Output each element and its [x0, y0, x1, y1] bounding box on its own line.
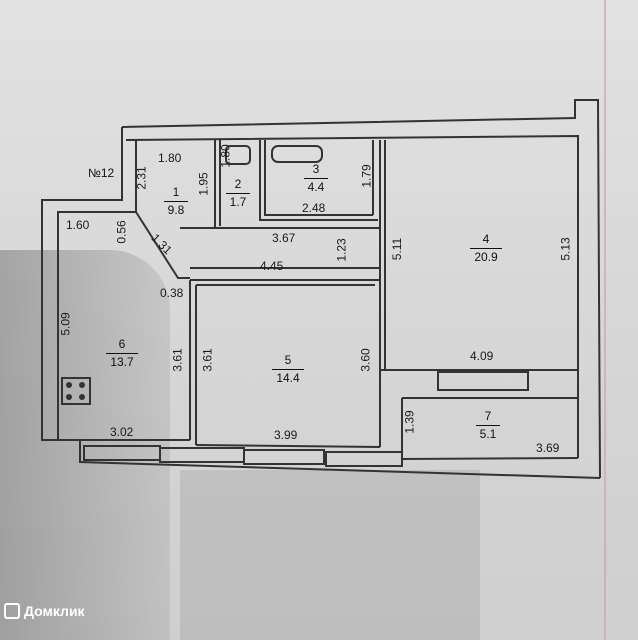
- room-2-area: 1.7: [226, 193, 250, 208]
- outer-wall-bottom: [79, 440, 601, 479]
- room-5-number: 5: [284, 353, 292, 367]
- room-1-area: 9.8: [164, 201, 188, 216]
- dimension-label: 5.13: [558, 237, 573, 261]
- room-7-number: 7: [484, 409, 492, 423]
- dimension-label: 3.60: [358, 348, 373, 372]
- room-4-number: 4: [482, 232, 490, 246]
- sheet-edge-line: [604, 0, 606, 640]
- dimension-label: 1.80: [158, 151, 182, 165]
- outer-wall-top: [121, 99, 601, 479]
- dimension-label: 0.38: [160, 286, 184, 300]
- dimension-label: 0.56: [114, 220, 129, 244]
- domclick-logo-icon: [4, 603, 20, 619]
- dimension-label: 3.69: [536, 441, 560, 455]
- dimension-label: 5.09: [58, 312, 73, 336]
- watermark-text: Домклик: [24, 603, 85, 619]
- dimension-label: 5.11: [390, 237, 405, 261]
- room-3-area: 4.4: [304, 178, 328, 193]
- dimension-label: 1.95: [196, 172, 211, 196]
- dimension-label: 1.79: [359, 164, 374, 188]
- room-3-number: 3: [312, 162, 320, 176]
- dimension-label: 3.61: [170, 348, 185, 372]
- room-1-number: 1: [172, 185, 180, 199]
- dimension-label: 3.02: [110, 425, 134, 439]
- apartment-number: №12: [88, 166, 115, 180]
- dimension-label: 3.67: [272, 231, 296, 245]
- photo-shadow-lower: [180, 470, 480, 640]
- room-6-area: 13.7: [106, 353, 138, 368]
- dimension-label: 2.31: [134, 166, 149, 190]
- room-2-number: 2: [234, 177, 242, 191]
- inner-wall-left: [57, 140, 137, 440]
- outer-wall-left: [41, 127, 123, 441]
- dimension-label: 2.48: [302, 201, 326, 215]
- room-6-number: 6: [118, 337, 126, 351]
- room-7-area: 5.1: [476, 425, 500, 440]
- room-5-area: 14.4: [272, 369, 304, 384]
- dimension-label: 1.60: [66, 218, 90, 232]
- inner-wall-top: [125, 134, 579, 398]
- dimension-label: 4.09: [470, 349, 494, 363]
- dimension-label: 1.39: [402, 410, 417, 434]
- dimension-label: 3.99: [274, 428, 298, 442]
- dimension-label: 4.45: [260, 259, 284, 273]
- dimension-label: 1.80: [218, 144, 233, 168]
- watermark: Домклик: [4, 603, 85, 619]
- dimension-label: 1.23: [334, 238, 349, 262]
- room-4-area: 20.9: [470, 248, 502, 263]
- dimension-label: 3.61: [200, 348, 215, 372]
